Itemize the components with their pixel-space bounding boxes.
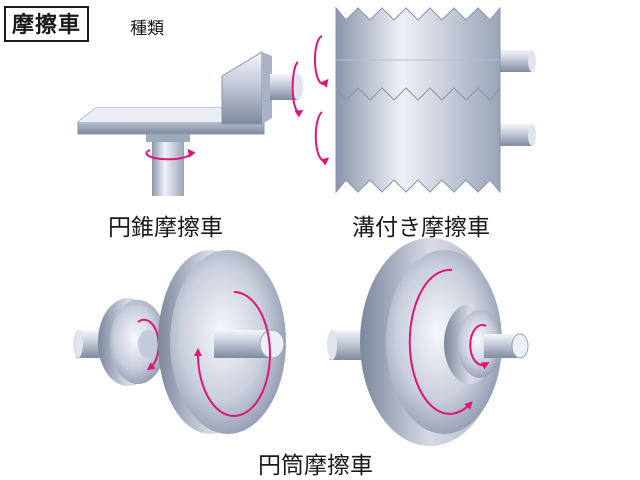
cyl-right-small-rotation-arrow (469, 324, 490, 370)
bevel-shaft-rotation-arrow (291, 61, 304, 118)
label-grooved-friction-wheel: 溝付き摩擦車 (352, 215, 490, 241)
cyl-small-rotation-arrow (137, 318, 160, 371)
cyl-right-big-rotation-arrow (408, 268, 473, 415)
grooved-bottom-shaft (500, 124, 532, 146)
bevel-disk-top (78, 108, 264, 122)
grooved-top-rotation-arrow (313, 35, 329, 88)
grooved-roller-bottom (335, 86, 536, 194)
bevel-cone (221, 51, 263, 125)
grooved-friction-wheel (313, 6, 536, 194)
cyl-right-big-wheel-face (386, 250, 502, 434)
bevel-vertical-shaft (152, 134, 184, 196)
cylindrical-friction-wheel-right (327, 238, 529, 446)
cylindrical-friction-wheel-left (73, 250, 286, 434)
bevel-cone-face (262, 52, 272, 124)
label-bevel-friction-wheel: 円錐摩擦車 (108, 215, 223, 241)
grooved-bottom-rotation-arrow (314, 111, 330, 166)
bevel-friction-wheel (77, 51, 304, 196)
page-title: 摩擦車 (4, 6, 90, 42)
bevel-shaft-end (293, 74, 303, 100)
cyl-large-rotation-arrow (193, 291, 271, 417)
label-cylindrical-friction-wheel: 円筒摩擦車 (258, 453, 373, 479)
bevel-rotation-arrow (145, 148, 196, 161)
grooved-top-shaft (500, 50, 532, 72)
cyl-right-small-wheel-face (458, 310, 502, 378)
page-subtitle: 種類 (130, 19, 164, 39)
grooved-bottom-ridges (335, 86, 501, 194)
bevel-hub (146, 134, 190, 142)
